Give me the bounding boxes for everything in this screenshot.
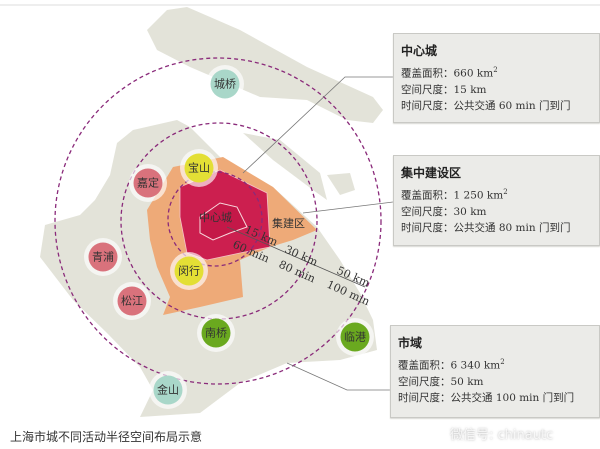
time-value: 公共交通 80 min 门到门	[453, 221, 571, 234]
time-value: 公共交通 100 min 门到门	[450, 391, 575, 404]
time-value: 公共交通 60 min 门到门	[453, 99, 571, 112]
node-circle	[117, 286, 147, 316]
area-label: 覆盖面积：	[398, 359, 451, 372]
node-label: 城桥	[214, 78, 236, 91]
hengsha-island	[327, 173, 355, 195]
town-node: 城桥	[206, 65, 244, 103]
town-node: 南桥	[197, 314, 235, 352]
leader-built	[302, 201, 394, 214]
space-value: 15 km	[453, 83, 487, 96]
box-title: 市域	[398, 336, 423, 350]
town-node: 宝山	[180, 149, 218, 187]
time-label: 时间尺度：	[398, 391, 451, 404]
box-title: 集中建设区	[401, 166, 462, 180]
town-node: 嘉定	[129, 164, 167, 202]
box-title: 中心城	[401, 44, 438, 58]
node-circle	[184, 153, 214, 183]
node-circle	[201, 318, 231, 348]
node-label: 南桥	[205, 327, 227, 340]
watermark: 微信号: chinautc	[450, 428, 554, 443]
space-value: 50 km	[450, 375, 484, 388]
town-node: 松江	[113, 282, 151, 320]
area-value: 6 340 km	[450, 359, 501, 372]
node-label: 青浦	[92, 251, 114, 264]
node-label: 嘉定	[137, 176, 159, 190]
town-node: 闵行	[170, 252, 208, 290]
node-label: 宝山	[188, 161, 210, 175]
info-box-built-area: 集中建设区 覆盖面积：1 250 km2 空间尺度：30 km 时间尺度：公共交…	[393, 155, 600, 246]
ring-15km	[167, 171, 263, 267]
node-label: 临港	[344, 330, 366, 344]
time-label: 时间尺度：	[401, 221, 454, 234]
built-label: 集建区	[272, 216, 305, 230]
info-box-center-city: 中心城 覆盖面积：660 km2 空间尺度：15 km 时间尺度：公共交通 60…	[393, 33, 600, 123]
figure-caption: 上海市城不同活动半径空间布局示意	[10, 430, 203, 444]
space-label: 空间尺度：	[401, 83, 454, 96]
ring-50km	[54, 57, 382, 385]
node-circle	[340, 322, 370, 352]
area-label: 覆盖面积：	[401, 67, 454, 80]
node-circle	[210, 69, 240, 99]
area-unit-sup: 2	[500, 358, 505, 366]
node-label: 闵行	[178, 264, 200, 278]
node-circle	[174, 256, 204, 286]
space-label: 空间尺度：	[401, 205, 454, 218]
space-label: 空间尺度：	[398, 375, 451, 388]
space-value: 30 km	[453, 205, 487, 218]
town-node: 金山	[149, 371, 187, 409]
town-node: 青浦	[84, 238, 122, 276]
core-label: 中心城	[199, 211, 232, 224]
leader-city	[286, 362, 390, 391]
node-circle	[88, 242, 118, 272]
ring-30km	[120, 122, 318, 320]
node-label: 松江	[121, 294, 143, 308]
time-label: 时间尺度：	[401, 99, 454, 112]
area-unit-sup: 2	[493, 66, 498, 74]
node-circle	[133, 168, 163, 198]
area-unit-sup: 2	[503, 188, 508, 196]
node-label: 金山	[157, 383, 179, 397]
town-node: 临港	[336, 318, 374, 356]
area-value: 1 250 km	[453, 189, 504, 202]
area-label: 覆盖面积：	[401, 189, 454, 202]
area-value: 660 km	[453, 67, 494, 80]
changxing-island	[243, 133, 327, 200]
node-circle	[153, 375, 183, 405]
info-box-city: 市域 覆盖面积：6 340 km2 空间尺度：50 km 时间尺度：公共交通 1…	[390, 325, 600, 418]
leader-center	[242, 76, 393, 174]
radius-arrow	[226, 226, 366, 288]
